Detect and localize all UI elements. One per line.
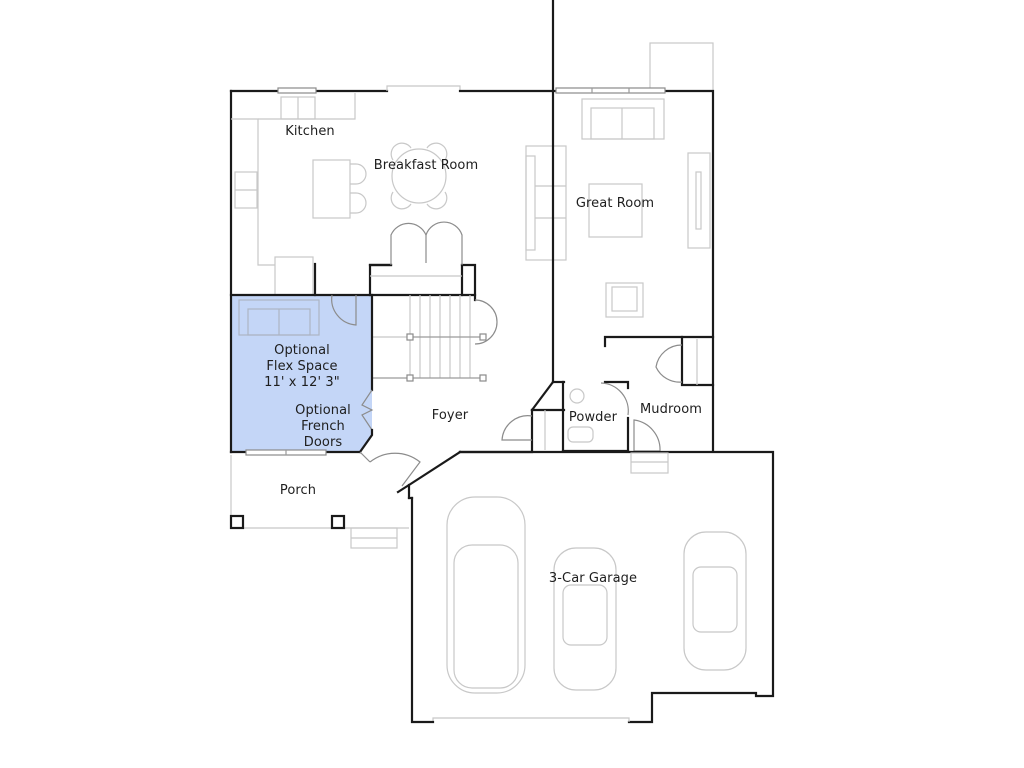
room-label-powder: Powder: [568, 410, 618, 425]
great-room-furniture: [525, 98, 711, 318]
room-label-breakfast-room: Breakfast Room: [373, 158, 479, 173]
french-doors-line3: Doors: [303, 435, 343, 450]
room-label-great-room: Great Room: [575, 196, 655, 211]
garage-vehicles: [446, 496, 747, 694]
flex-sofa: [238, 299, 320, 336]
staircase: [229, 221, 498, 392]
garage-steps: [630, 452, 669, 474]
french-doors-line1: Optional: [295, 403, 351, 418]
breakfast-table: [390, 142, 448, 210]
porch: [229, 455, 409, 549]
windows: [245, 87, 666, 456]
front-door: [359, 450, 462, 500]
french-doors: [358, 389, 374, 454]
flex-door: [331, 294, 357, 326]
coffee-table: [588, 183, 643, 238]
french-doors-line2: French: [301, 419, 345, 434]
room-label-kitchen: Kitchen: [285, 124, 335, 139]
patio-outline: [649, 42, 714, 92]
sink-icon: [569, 388, 585, 404]
room-label-mudroom: Mudroom: [639, 402, 703, 417]
interior-walls: [501, 0, 715, 453]
room-label-garage: 3-Car Garage: [548, 571, 638, 586]
garage-walls: [407, 449, 775, 724]
flex-space-line2: Flex Space: [266, 359, 338, 374]
armchair: [605, 282, 644, 318]
label-french-doors: Optional French Doors: [295, 403, 351, 451]
toilet-icon: [567, 426, 594, 443]
room-label-porch: Porch: [279, 483, 317, 498]
flex-space-highlight: [231, 295, 372, 452]
room-label-flex-space: Optional Flex Space 11' x 12' 3": [264, 343, 340, 391]
room-label-foyer: Foyer: [431, 408, 469, 423]
tv-console: [687, 152, 711, 249]
flex-space-line1: Optional: [274, 343, 330, 358]
kitchen-cabinets: [231, 93, 356, 297]
fridge-icon: [274, 256, 314, 296]
kitchen-island: [312, 159, 367, 219]
flex-space-dimensions: 11' x 12' 3": [264, 375, 340, 390]
